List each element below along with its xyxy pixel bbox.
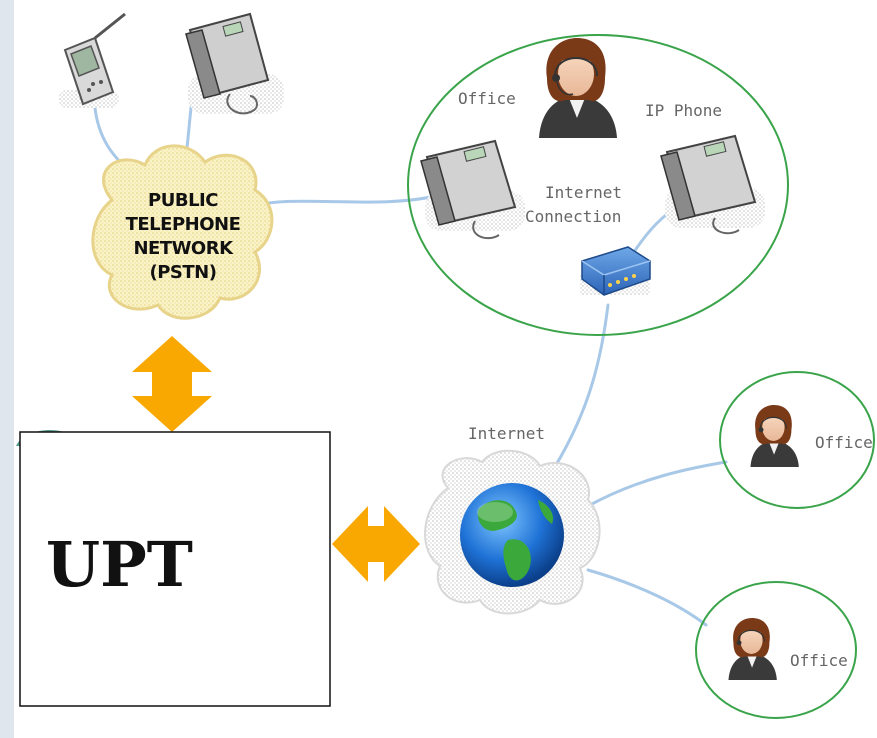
office-network-group: Office IP Phone Internet Connection xyxy=(407,34,789,336)
pstn-label-line-4: (PSTN) xyxy=(150,262,217,283)
internet-cloud: Internet xyxy=(424,424,601,615)
pstn-label-line-3: NETWORK xyxy=(133,238,234,259)
internet-connection-label-1: Internet xyxy=(545,183,622,202)
link-internet-to-office-1 xyxy=(588,460,728,507)
remote-office-2-circle xyxy=(695,581,857,719)
remote-office-2-label: Office xyxy=(790,651,848,670)
internet-connection-label-2: Connection xyxy=(525,207,621,226)
pstn-label-line-2: TELEPHONE xyxy=(126,214,241,235)
pstn-cloud: PUBLIC TELEPHONE NETWORK (PSTN) xyxy=(91,144,274,320)
router-icon xyxy=(580,246,651,296)
upt-box: UPT xyxy=(19,431,331,707)
remote-office-2: Office xyxy=(695,581,857,719)
pstn-label-line-1: PUBLIC xyxy=(148,190,218,211)
remote-office-1-avatar-icon xyxy=(750,405,799,467)
internet-label: Internet xyxy=(468,424,545,443)
vertical-double-arrow-icon xyxy=(132,336,212,432)
ip-phone-label: IP Phone xyxy=(645,101,722,120)
office-network-circle xyxy=(407,34,789,336)
operator-avatar-icon xyxy=(539,38,617,138)
remote-office-2-avatar-icon xyxy=(728,618,777,680)
upt-label: UPT xyxy=(46,528,193,601)
link-pstn-to-office-phone xyxy=(256,193,442,207)
link-internet-to-office-2 xyxy=(586,568,708,627)
connection-lines xyxy=(93,98,728,627)
desk-phone-icon xyxy=(185,12,284,115)
remote-office-1: Office xyxy=(719,371,875,509)
mobile-phone-icon xyxy=(59,12,126,108)
remote-office-1-circle xyxy=(719,371,875,509)
remote-office-1-label: Office xyxy=(815,433,873,452)
horizontal-double-arrow-icon xyxy=(332,506,420,582)
office-desk-phone-icon xyxy=(420,139,525,240)
ip-phone-icon xyxy=(660,134,765,235)
left-edge-panel xyxy=(0,0,14,738)
office-label: Office xyxy=(458,89,516,108)
link-router-to-internet xyxy=(546,303,610,480)
